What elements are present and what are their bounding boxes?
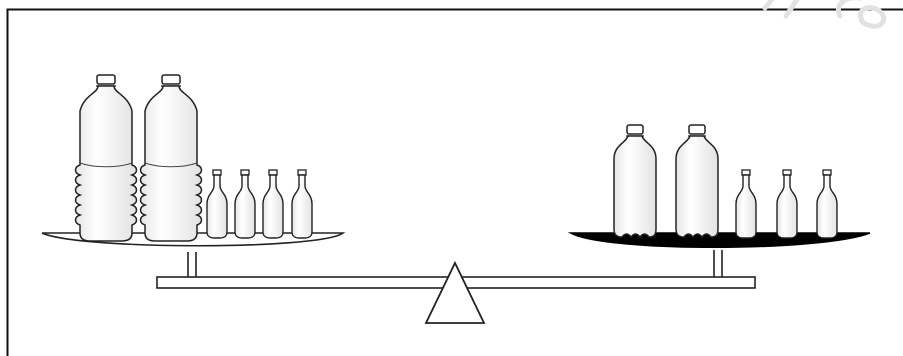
large-bottle-left-1 [76, 75, 137, 241]
small-bottle-left-1 [207, 170, 227, 238]
large-bottle-right-2 [676, 125, 718, 237]
small-bottle-left-4 [292, 170, 312, 238]
fulcrum-triangle [426, 263, 484, 323]
large-bottle-right-1 [614, 125, 656, 237]
small-bottle-left-2 [235, 170, 255, 238]
large-bottle-left-2 [141, 75, 202, 241]
small-bottle-left-3 [263, 170, 283, 238]
small-bottle-right-1 [736, 170, 756, 238]
watermark [765, 0, 884, 26]
small-bottle-right-3 [817, 170, 837, 238]
small-bottle-right-2 [777, 170, 797, 238]
